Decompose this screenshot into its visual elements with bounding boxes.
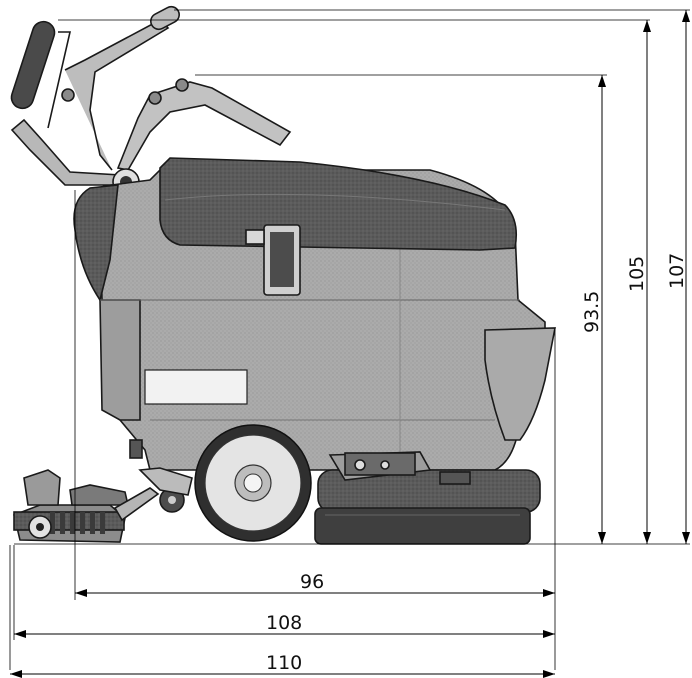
handle-grip	[10, 20, 56, 110]
handlebar	[10, 5, 292, 196]
squeegee-assembly	[13, 439, 193, 543]
dimension-label-110: 110	[266, 652, 302, 674]
dimension-lines	[10, 10, 690, 678]
brush-deck	[314, 451, 541, 545]
rear-wheel	[194, 424, 312, 542]
label-plate	[144, 369, 248, 405]
dimension-label-93-5: 93.5	[581, 291, 603, 333]
dimension-label-96: 96	[300, 571, 324, 593]
lid-latch	[245, 224, 301, 296]
dimension-label-107: 107	[666, 253, 688, 289]
dimension-labels: 96 108 110 93.5 105 107	[266, 253, 688, 674]
dimension-label-108: 108	[266, 612, 302, 634]
floor-scrubber-illustration	[10, 5, 556, 545]
front-splash-guard	[484, 327, 556, 441]
extension-lines	[9, 9, 690, 670]
tank-lid	[159, 157, 518, 251]
dimension-label-105: 105	[626, 256, 648, 292]
